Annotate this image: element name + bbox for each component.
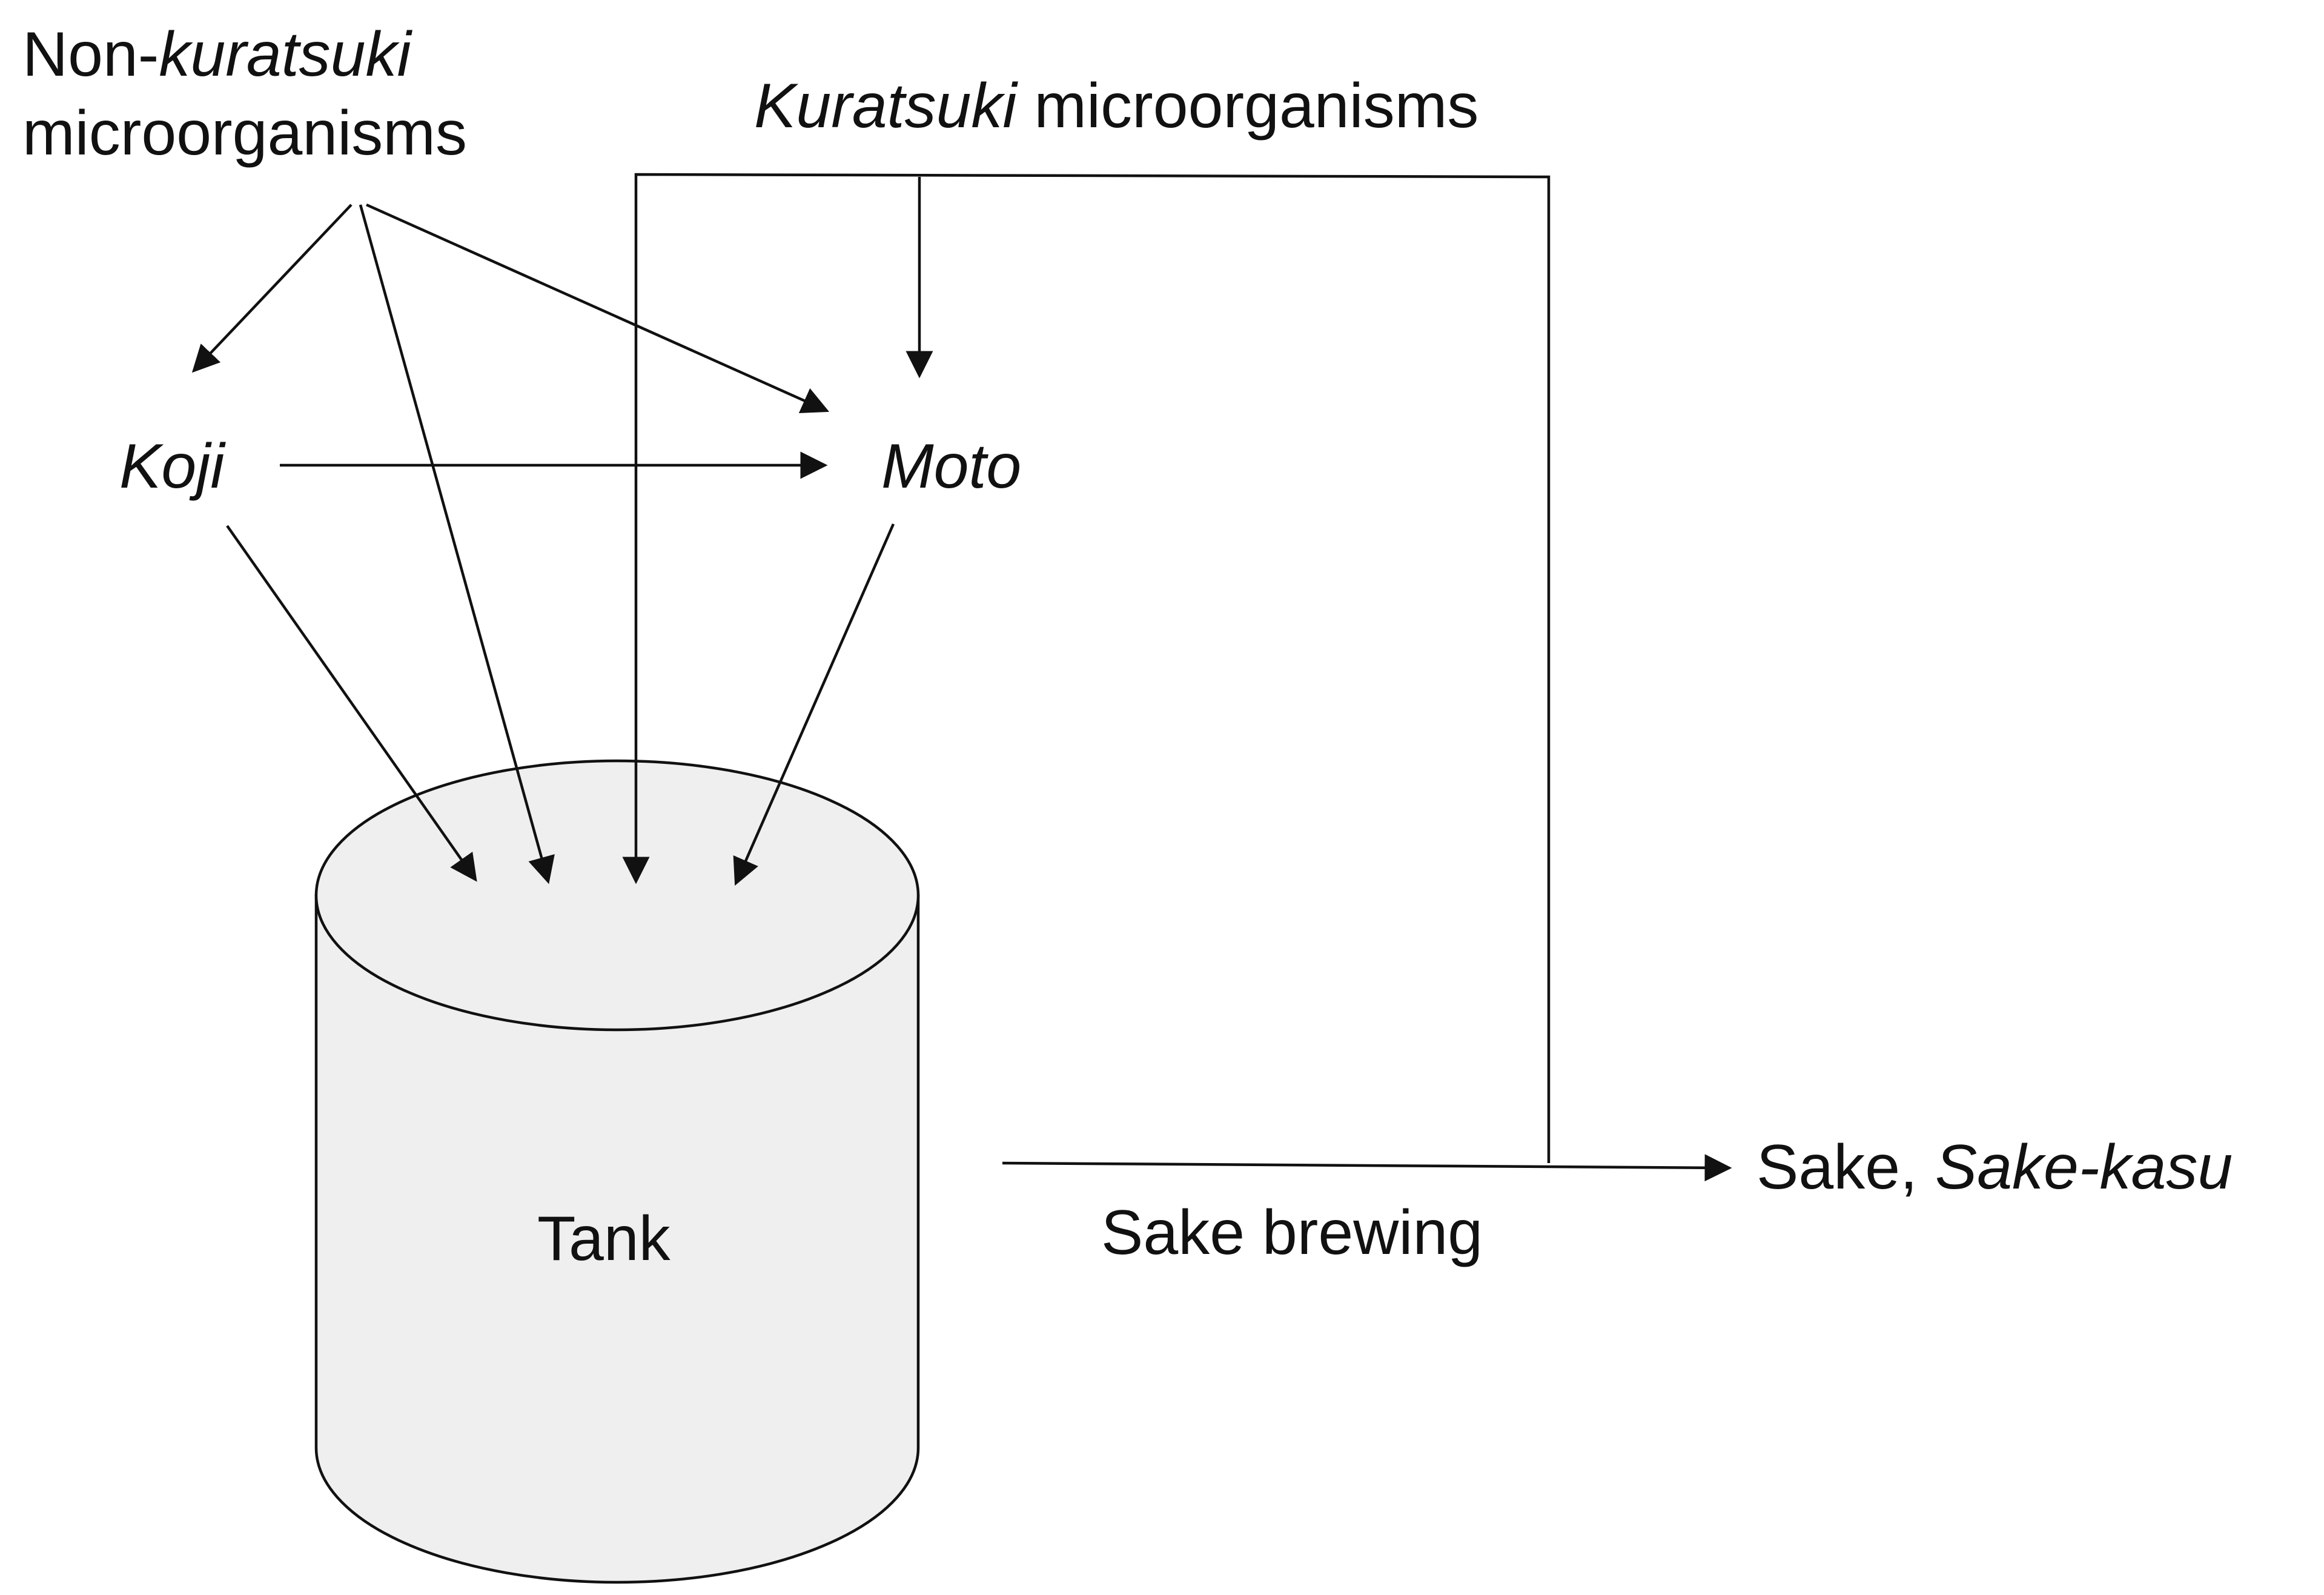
arrow-sake-brewing-output [1002,1154,1732,1182]
koji-label: Koji [119,431,226,502]
sake-brewing-label: Sake brewing [1101,1198,1483,1268]
moto-label: Moto [881,431,1021,502]
arrow-moto-to-tank [733,523,895,886]
tank-top [314,759,920,1032]
tank-body [314,894,920,1584]
arrow-nonkuratsuki-to-tank [359,204,555,884]
non-kuratsuki-label: Non-kuratsuki microorganisms [22,19,467,168]
arrow-nonkuratsuki-to-koji [191,204,353,373]
product-label: Sake, Sake-kasu [1756,1132,2233,1202]
kuratsuki-feedback-loop [622,173,1551,1163]
tank-cylinder [314,759,920,1584]
tank-label: Tank [537,1204,671,1274]
kuratsuki-label: Kuratsuki microorganisms [754,71,1478,141]
arrow-nonkuratsuki-to-moto [366,203,830,413]
arrow-koji-to-tank [226,525,477,882]
